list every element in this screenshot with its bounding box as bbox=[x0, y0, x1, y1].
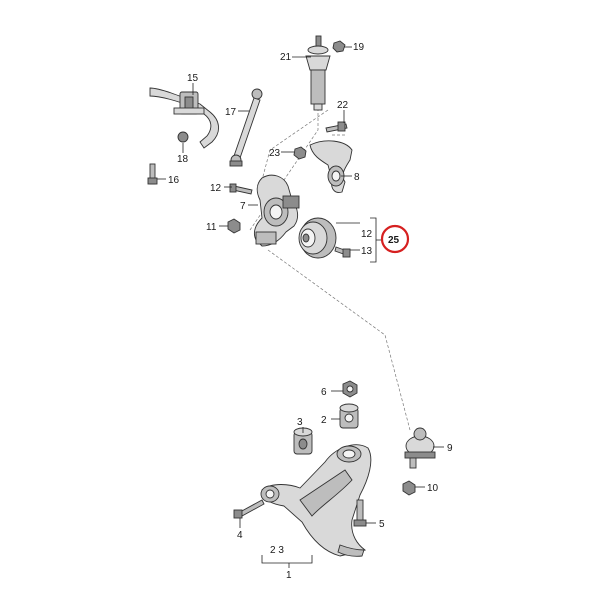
callout-9: 9 bbox=[447, 443, 453, 454]
callout-23: 23 bbox=[269, 148, 281, 159]
strut-part bbox=[305, 35, 331, 111]
nut-19 bbox=[332, 40, 346, 53]
callout-25: 25 bbox=[388, 235, 400, 246]
callout-11: 11 bbox=[206, 222, 217, 233]
ball-joint bbox=[404, 427, 436, 469]
callout-18: 18 bbox=[177, 154, 189, 165]
bolt-12 bbox=[229, 183, 253, 195]
callout-15: 15 bbox=[187, 73, 199, 84]
callout-1: 1 bbox=[286, 570, 292, 581]
nut-11 bbox=[227, 218, 241, 234]
callout-2: 2 bbox=[321, 415, 327, 426]
knuckle-7 bbox=[253, 174, 300, 247]
bolt-22 bbox=[325, 121, 348, 133]
callout-3: 3 bbox=[297, 417, 303, 428]
leader-lines bbox=[157, 46, 444, 568]
nut-6 bbox=[342, 380, 358, 398]
callout-19: 19 bbox=[353, 42, 365, 53]
bolt-13 bbox=[334, 246, 351, 258]
nut-23 bbox=[293, 146, 307, 160]
bolt-5 bbox=[353, 499, 367, 527]
bolt-16 bbox=[147, 163, 158, 185]
callout-12-hub: 12 bbox=[361, 229, 373, 240]
callout-10: 10 bbox=[427, 483, 439, 494]
callout-7: 7 bbox=[240, 201, 246, 212]
bolt-4 bbox=[233, 499, 265, 519]
bush-18 bbox=[177, 131, 189, 143]
callout-12-upper: 12 bbox=[210, 183, 222, 194]
coupling-rod bbox=[229, 88, 263, 167]
callout-13: 13 bbox=[361, 246, 373, 257]
callout-22: 22 bbox=[337, 100, 349, 111]
bushing-2 bbox=[339, 403, 359, 429]
stabilizer-bar bbox=[149, 87, 219, 149]
knuckle-8 bbox=[309, 140, 353, 193]
callout-21: 21 bbox=[280, 52, 292, 63]
wheel-hub bbox=[298, 217, 337, 259]
callout-6: 6 bbox=[321, 387, 327, 398]
callout-4: 4 bbox=[237, 530, 243, 541]
callout-16: 16 bbox=[168, 175, 180, 186]
nut-10 bbox=[402, 480, 416, 496]
callout-25-highlight bbox=[380, 224, 410, 254]
callout-labels: 21 19 15 17 22 23 8 18 16 12 7 11 12 13 … bbox=[168, 42, 453, 581]
callout-8: 8 bbox=[354, 172, 360, 183]
callout-5: 5 bbox=[379, 519, 385, 530]
callout-2-3: 2 3 bbox=[270, 545, 284, 556]
control-arm bbox=[260, 444, 372, 557]
callout-17: 17 bbox=[225, 107, 237, 118]
